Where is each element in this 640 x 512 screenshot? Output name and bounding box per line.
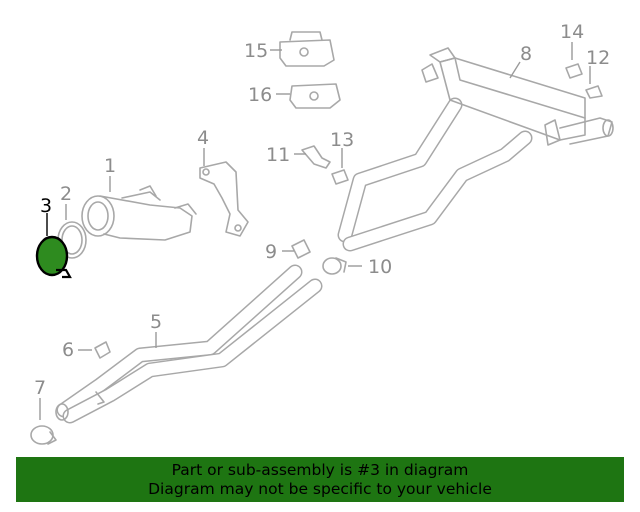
callout-leaders — [39, 42, 591, 420]
valve-part-16 — [289, 83, 341, 109]
rear-pipes — [337, 97, 533, 252]
callout-15: 15 — [244, 40, 268, 62]
part-info-banner: Part or sub-assembly is #3 in diagram Di… — [16, 457, 624, 502]
hanger-part-12 — [585, 85, 603, 99]
bracket — [199, 161, 249, 237]
callout-8: 8 — [520, 43, 532, 65]
callout-16: 16 — [248, 84, 272, 106]
callout-2: 2 — [60, 183, 72, 205]
highlighted-part-3-clamp — [35, 235, 72, 279]
callout-numbers: 1 2 3 4 5 6 7 8 9 10 11 12 13 14 15 16 — [34, 21, 610, 399]
front-pipes — [55, 264, 323, 424]
clamp-part-9 — [291, 239, 311, 259]
clamp-part-10 — [322, 257, 347, 275]
rear-muffler — [421, 47, 614, 146]
clamp-part-7 — [30, 425, 57, 445]
banner-line-1: Part or sub-assembly is #3 in diagram — [171, 460, 469, 479]
callout-14: 14 — [560, 21, 584, 43]
hanger-part-6 — [94, 341, 111, 359]
hanger-part-11 — [301, 145, 331, 169]
callout-10: 10 — [368, 256, 392, 278]
callout-1: 1 — [104, 155, 116, 177]
exhaust-system-diagram: 1 2 3 4 5 6 7 8 9 10 11 12 13 14 15 16 — [30, 21, 614, 445]
callout-5: 5 — [150, 311, 162, 333]
banner-line-2: Diagram may not be specific to your vehi… — [148, 479, 492, 498]
callout-4: 4 — [197, 127, 209, 149]
callout-12: 12 — [586, 47, 610, 69]
catalytic-converter — [81, 185, 197, 241]
hanger-part-13 — [331, 169, 349, 185]
callout-11: 11 — [266, 144, 290, 166]
callout-9: 9 — [265, 241, 277, 263]
callout-6: 6 — [62, 339, 74, 361]
callout-3: 3 — [40, 195, 52, 217]
valve-part-15 — [279, 31, 335, 67]
callout-7: 7 — [34, 377, 46, 399]
bracket-part-14 — [565, 63, 583, 79]
callout-13: 13 — [330, 129, 354, 151]
